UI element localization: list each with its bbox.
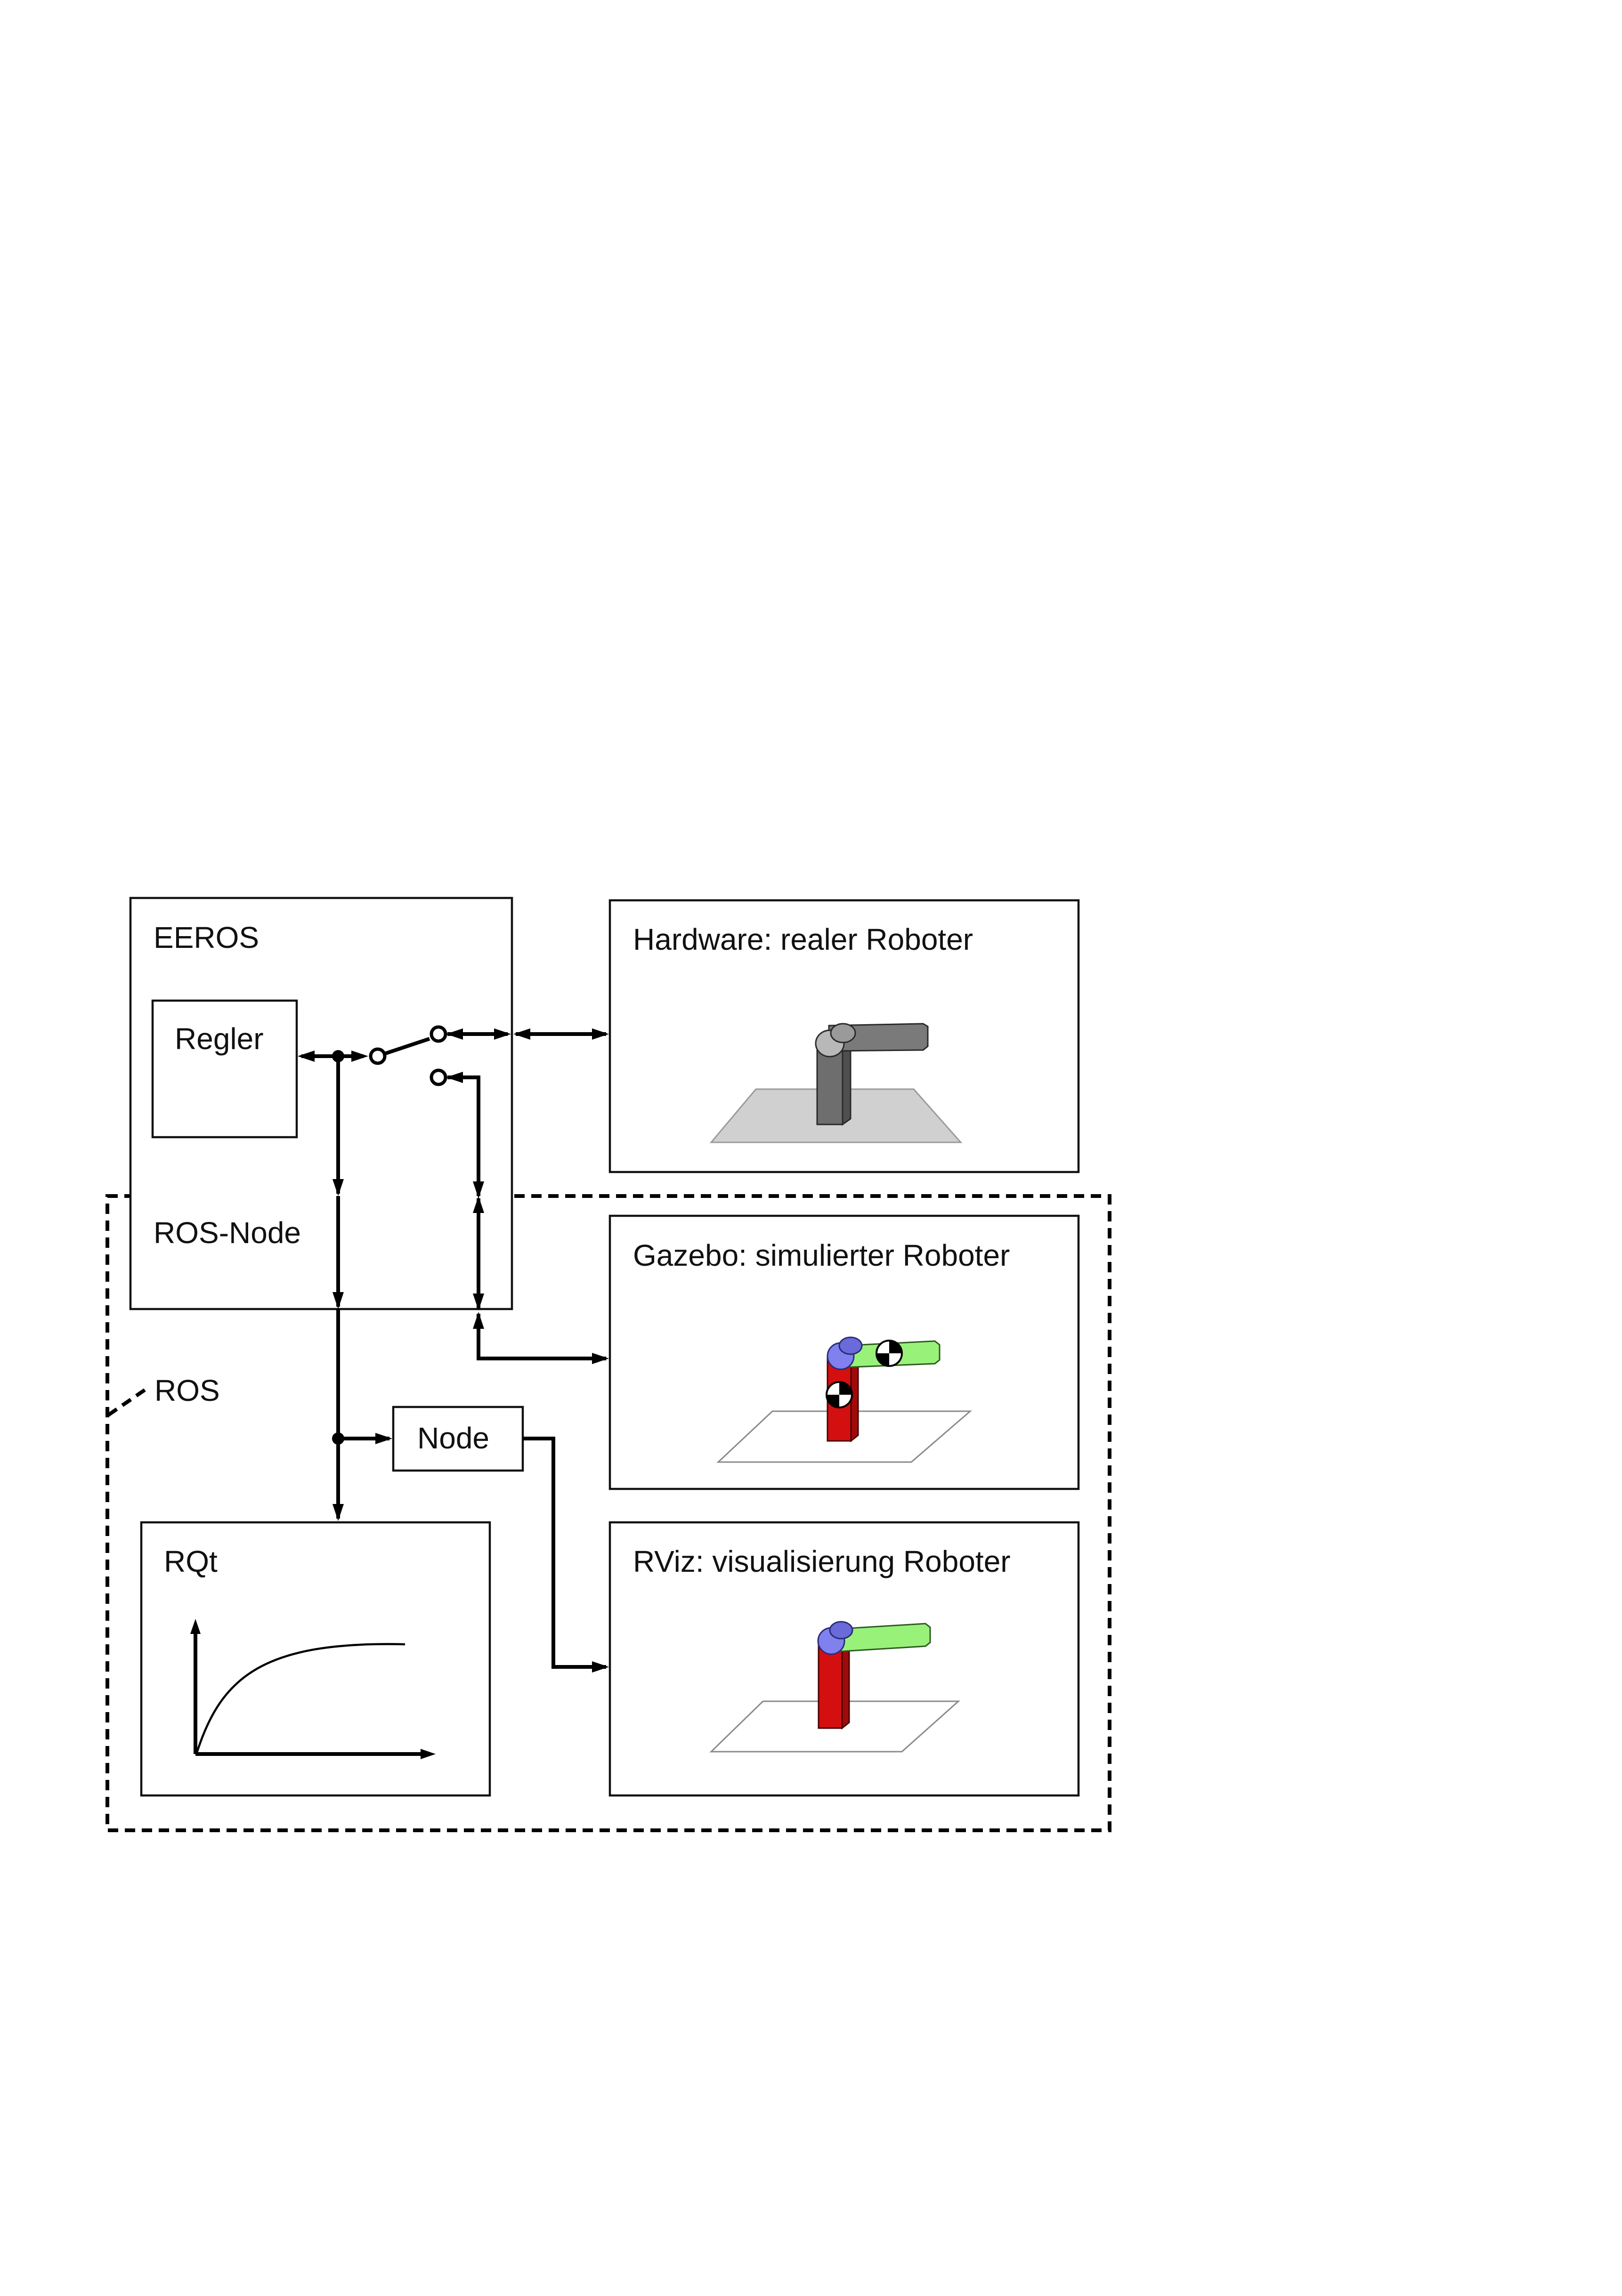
gazebo-link-line (477, 1314, 606, 1360)
ros-label: ROS (154, 1374, 220, 1407)
arrowhead-ros-node-bottom-right (473, 1294, 484, 1310)
plot-curve-icon (190, 1619, 436, 1759)
rviz-joint-top (829, 1621, 853, 1640)
arrowhead-rqt-in (333, 1504, 344, 1521)
hardware-joint-top (830, 1023, 856, 1043)
robot-arm-icon (709, 1023, 963, 1143)
arrowhead-eeros-out (513, 1028, 530, 1040)
arrowhead-ros-up-right (473, 1196, 484, 1213)
rviz-link-base (818, 1642, 843, 1729)
arrowhead-switch-top (446, 1028, 463, 1040)
switch-contact-simulation (430, 1068, 447, 1086)
center-of-mass-icon (826, 1381, 853, 1408)
arrowhead-hardware-in (592, 1028, 609, 1040)
node-label: Node (417, 1421, 489, 1455)
switch-lever (383, 1037, 430, 1056)
plot-y-axis-arrowhead (190, 1619, 201, 1634)
ros-region-pointer (107, 1387, 147, 1417)
arrowhead-eeros-edge (494, 1028, 511, 1040)
arrowhead-switch-in (351, 1051, 368, 1062)
arrowhead-regler-in (298, 1051, 315, 1062)
node-rviz-line (523, 1437, 606, 1669)
switch-pivot (369, 1047, 387, 1065)
plot-x-axis-arrowhead (421, 1749, 436, 1759)
arrowhead-ros-top-left (333, 1179, 344, 1196)
node-box (392, 1406, 524, 1472)
arrowhead-ros-top-right (473, 1181, 484, 1198)
arrowhead-ros-node-bottom-left (333, 1292, 344, 1309)
rviz-label: RViz: visualisierung Roboter (633, 1544, 1011, 1578)
arrowhead-rviz-in (592, 1661, 609, 1673)
regler-label: Regler (175, 1022, 264, 1056)
gazebo-joint-top (838, 1336, 863, 1355)
rviz-floor (709, 1700, 960, 1753)
gazebo-label: Gazebo: simulierter Roboter (633, 1238, 1010, 1272)
arrowhead-switch-bottom (446, 1072, 463, 1083)
rqt-box (140, 1521, 491, 1797)
ros-region-border (105, 1194, 1111, 1832)
robot-arm-simulated-icon (716, 1336, 973, 1463)
center-of-mass-icon (876, 1340, 903, 1367)
gazebo-floor (716, 1410, 973, 1463)
rqt-label: RQt (164, 1544, 218, 1578)
ros-node-label: ROS-Node (154, 1216, 301, 1250)
robot-arm-visualized-icon (709, 1621, 960, 1753)
hardware-label: Hardware: realer Roboter (633, 922, 973, 956)
plot-curve (195, 1643, 406, 1753)
switch-contact-hardware (430, 1025, 447, 1043)
arrowhead-gazebo-in (592, 1353, 609, 1364)
arrowhead-node-in (375, 1433, 392, 1444)
eeros-label: EEROS (154, 921, 259, 954)
arrowhead-gazebo-up (473, 1312, 484, 1329)
regler-box (151, 999, 298, 1139)
